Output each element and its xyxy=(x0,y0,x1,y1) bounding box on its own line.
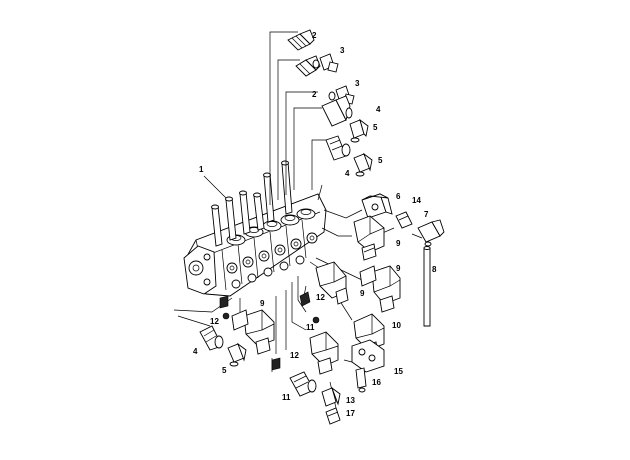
manifold-15 xyxy=(343,339,385,373)
fitting-12-c xyxy=(271,357,281,371)
elbow-5-upper xyxy=(349,118,369,143)
callout-9-lower: 9 xyxy=(260,299,265,308)
elbow-13 xyxy=(321,386,341,407)
clip-17 xyxy=(325,407,341,425)
callout-6: 6 xyxy=(396,192,401,201)
tee-7 xyxy=(417,219,445,247)
callout-3-lower: 3 xyxy=(355,79,360,88)
callout-11-upper: 11 xyxy=(306,323,315,332)
adapter-4-lower xyxy=(199,325,224,351)
callout-9-upper: 9 xyxy=(396,239,401,248)
elbow-3-upper xyxy=(312,53,339,73)
elbow-5-lower xyxy=(227,342,247,367)
elbow-5-middle xyxy=(353,152,373,177)
callout-12-upper: 12 xyxy=(316,293,325,302)
callout-11-lower: 11 xyxy=(282,393,291,402)
callout-labels: 1 2 2 3 3 4 4 4 5 5 5 6 7 8 9 9 9 9 10 1… xyxy=(193,31,437,418)
callout-14: 14 xyxy=(412,196,421,205)
callout-2-lower: 2 xyxy=(312,90,317,99)
callout-8: 8 xyxy=(432,265,437,274)
tube-8 xyxy=(423,246,431,327)
callout-4-upper: 4 xyxy=(376,105,381,114)
callout-10: 10 xyxy=(392,321,401,330)
callout-5-upper: 5 xyxy=(373,123,378,132)
callout-7: 7 xyxy=(424,210,429,219)
o-ring-12-d xyxy=(222,312,320,324)
callout-3-upper: 3 xyxy=(340,46,345,55)
elbow-block-9-lower xyxy=(231,309,275,355)
valve-ports xyxy=(226,232,318,289)
callout-17: 17 xyxy=(346,409,355,418)
adapter-4-upper xyxy=(321,95,353,127)
callout-13: 13 xyxy=(346,396,355,405)
spool-stems xyxy=(211,160,293,247)
elbow-block-9-right xyxy=(359,265,401,313)
callout-16: 16 xyxy=(372,378,381,387)
fitting-12-b xyxy=(219,295,229,309)
valve-6 xyxy=(361,193,393,219)
elbow-block-9-upper xyxy=(353,215,385,261)
callout-4-middle: 4 xyxy=(345,169,350,178)
control-valve-block xyxy=(183,160,327,297)
callout-12-lower: 12 xyxy=(290,351,299,360)
elbow-block-9-center xyxy=(315,261,349,305)
callout-2-upper: 2 xyxy=(312,31,317,40)
sensor-16 xyxy=(355,367,367,393)
callout-9-right: 9 xyxy=(396,264,401,273)
elbow-block-11-upper xyxy=(309,331,339,375)
callout-15: 15 xyxy=(394,367,403,376)
fitting-2-upper xyxy=(287,29,315,51)
fitting-14 xyxy=(395,211,413,229)
callout-5-middle: 5 xyxy=(378,156,383,165)
callout-5-lower: 5 xyxy=(222,366,227,375)
fitting-11-lower xyxy=(289,371,317,397)
callout-1: 1 xyxy=(199,165,204,174)
callout-9-center: 9 xyxy=(360,289,365,298)
callout-4-lower: 4 xyxy=(193,347,198,356)
fitting-12-a xyxy=(299,291,311,307)
callout-12-left: 12 xyxy=(210,317,219,326)
adapter-4-middle xyxy=(325,135,351,161)
